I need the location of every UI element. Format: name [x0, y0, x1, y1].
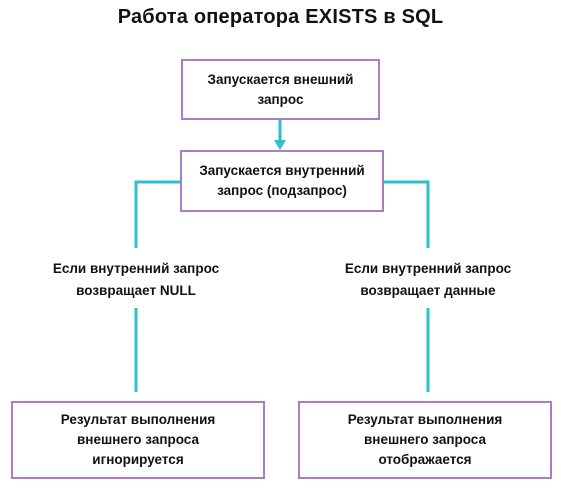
right-branch-label: Если внутренний запрос возвращает данные — [328, 258, 528, 302]
inner-query-box: Запускается внутренний запрос (подзапрос… — [180, 150, 384, 212]
inner-query-line1: Запускается внутренний — [199, 163, 365, 178]
result-ignored-box: Результат выполнения внешнего запроса иг… — [11, 401, 265, 479]
result-shown-line1: Результат выполнения — [347, 412, 503, 427]
inner-query-line2: запрос (подзапрос) — [217, 183, 347, 198]
right-branch-line — [384, 180, 430, 248]
result-shown-line2: внешнего запроса — [363, 432, 486, 447]
result-ignored-line1: Результат выполнения — [60, 412, 216, 427]
result-shown-box: Результат выполнения внешнего запроса от… — [298, 401, 552, 479]
arrow-head — [274, 140, 286, 150]
outer-query-line2: запрос — [257, 91, 304, 107]
left-branch-line2: возвращает NULL — [76, 283, 196, 298]
diagram-title: Работа оператора EXISTS в SQL — [117, 6, 444, 28]
left-branch-line1: Если внутренний запрос — [52, 261, 220, 276]
outer-query-box: Запускается внешний запрос — [181, 59, 380, 120]
right-branch-line2: возвращает данные — [360, 283, 496, 298]
right-branch-line1: Если внутренний запрос — [344, 261, 512, 276]
left-branch-line — [134, 180, 180, 248]
left-branch-label: Если внутренний запрос возвращает NULL — [36, 258, 236, 302]
result-ignored-line2: внешнего запроса — [76, 432, 199, 447]
result-shown-line3: отображается — [378, 452, 472, 467]
result-ignored-line3: игнорируется — [92, 452, 184, 467]
outer-query-line1: Запускается внешний — [207, 71, 354, 87]
